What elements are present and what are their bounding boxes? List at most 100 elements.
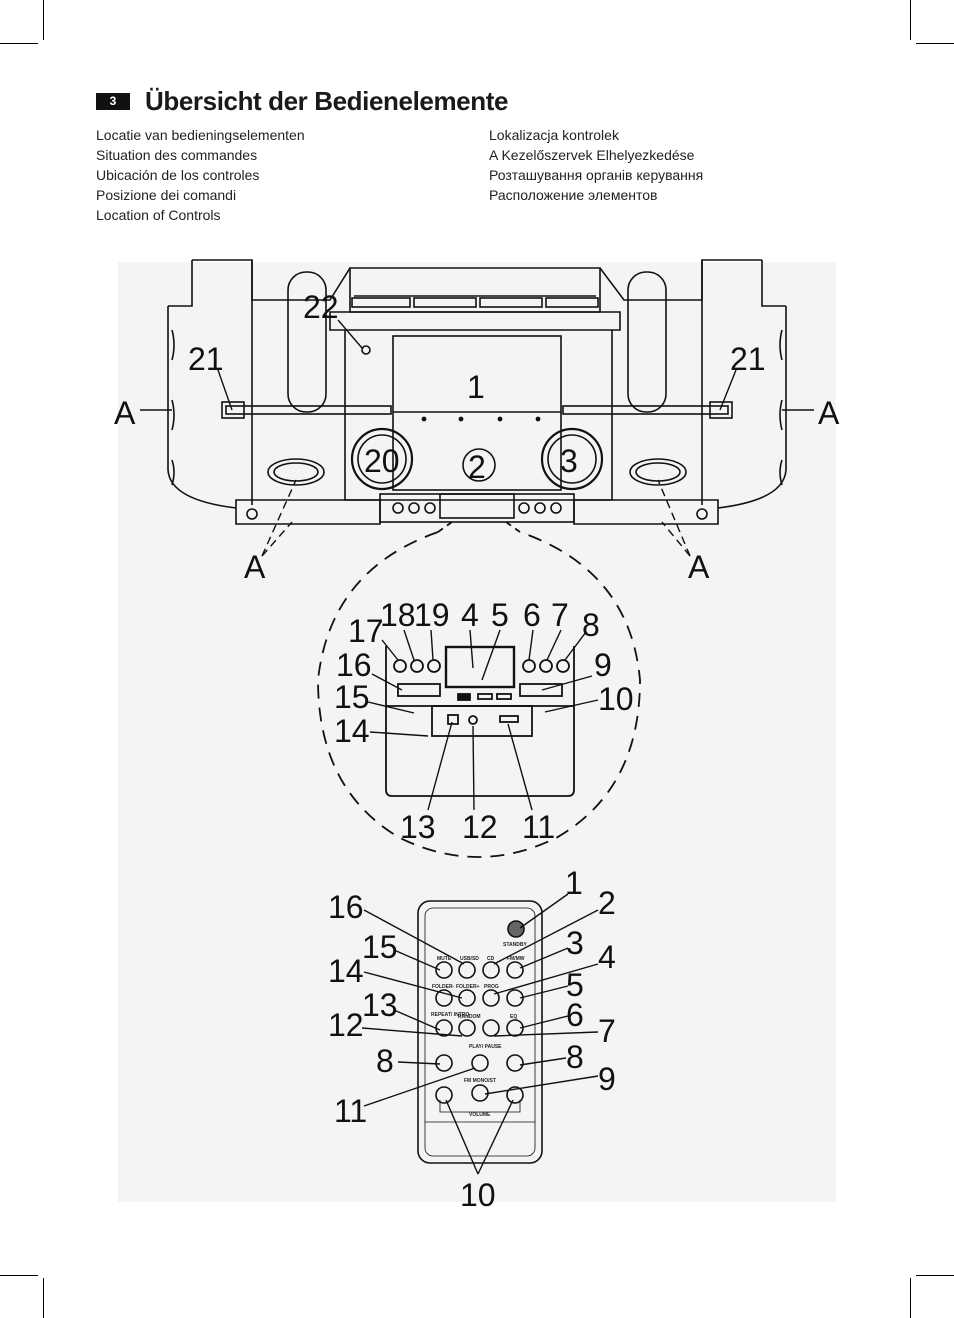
callout-a-left: A (114, 395, 136, 431)
eq-button[interactable] (506, 1019, 524, 1037)
detail-logo (477, 693, 493, 700)
play-pause-button[interactable] (471, 1054, 489, 1072)
right-side-ridges (779, 329, 783, 486)
label-volume: VOLUME (469, 1112, 491, 1118)
remote-labels: STANDBY MUTE USB/SD CD FM/MW FOLDER- FOL… (431, 942, 527, 1118)
language-line: Расположение элементов (489, 187, 658, 203)
strip-button (424, 502, 436, 514)
remote-callout-1: 1 (565, 865, 583, 901)
top-panel (329, 311, 621, 331)
detail-panel (385, 646, 575, 797)
skip-back-button[interactable] (435, 1054, 453, 1072)
remote-callouts: 1 2 3 4 5 6 7 8 9 10 11 12 13 14 15 16 8 (328, 865, 616, 1213)
callout-12: 12 (462, 809, 498, 845)
remote-callout-8-right: 8 (566, 1039, 584, 1075)
right-speaker-port (629, 458, 687, 486)
label-usb-sd: USB/SD (460, 956, 479, 962)
crop-mark (910, 1278, 911, 1318)
indicator-22 (361, 345, 371, 355)
callout-16: 16 (336, 647, 372, 683)
remote-callout-9: 9 (598, 1061, 616, 1097)
callout-5: 5 (491, 597, 509, 633)
volume-bracket (439, 1100, 521, 1113)
language-line: Posizione dei comandi (96, 187, 237, 203)
right-handle-bar (562, 405, 729, 415)
language-line: Розташування органів керування (489, 167, 704, 183)
callout-20: 20 (364, 443, 400, 479)
label-folder-up: FOLDER+ (456, 984, 480, 990)
carry-handle (349, 267, 601, 313)
callout-9: 9 (594, 647, 612, 683)
detail-button-17 (393, 659, 407, 673)
fm-mw-button[interactable] (506, 961, 524, 979)
remote-callout-3: 3 (566, 925, 584, 961)
language-line: A Kezelőszervek Elhelyezkedése (489, 147, 695, 163)
callout-7: 7 (551, 597, 569, 633)
detail-switch-left (397, 683, 441, 697)
callout-a-bottom-left: A (244, 549, 266, 585)
handle-slot (479, 297, 543, 308)
label-random: RANDOM (458, 1014, 481, 1020)
prog-button[interactable] (482, 989, 500, 1007)
cd-lid-dot (421, 416, 427, 422)
left-handle-bar (225, 405, 392, 415)
detail-port-panel (431, 705, 533, 737)
strip-button (550, 502, 562, 514)
detail-logo (457, 693, 471, 701)
remote-callout-15: 15 (362, 929, 398, 965)
control-display (439, 493, 515, 519)
handle-slot (413, 297, 477, 308)
boombox-drawing (167, 259, 787, 525)
zoom-leader-lines (367, 629, 599, 811)
standby-button[interactable] (507, 920, 525, 938)
fm-mono-st-button[interactable] (471, 1084, 489, 1102)
detail-button-19 (427, 659, 441, 673)
callout-3: 3 (560, 443, 578, 479)
left-speaker-port-inner (273, 462, 319, 482)
callout-22: 22 (303, 289, 339, 325)
eq-ii-button[interactable] (482, 1019, 500, 1037)
handle-slot (545, 297, 599, 308)
language-line: Ubicación de los controles (96, 167, 260, 183)
right-speaker-grille (627, 271, 667, 413)
usb-sd-button[interactable] (458, 961, 476, 979)
callout-10: 10 (598, 681, 634, 717)
callout-1: 1 (467, 369, 485, 405)
callout-8: 8 (582, 607, 600, 643)
strip-button (518, 502, 530, 514)
left-speaker-grille (287, 271, 327, 413)
left-speaker-outline (167, 260, 237, 509)
remote-callout-6: 6 (566, 997, 584, 1033)
cd-lid-dot (458, 416, 464, 422)
label-play-pause: PLAY/ PAUSE (469, 1044, 502, 1050)
callout-6: 6 (523, 597, 541, 633)
left-knob-inner (357, 434, 407, 484)
skip-forward-button[interactable] (506, 1054, 524, 1072)
cd-lid-dot (535, 416, 541, 422)
language-list-left: Locatie van bedieningselementen Situatio… (96, 125, 305, 225)
volume-down-button[interactable] (435, 1086, 453, 1104)
detail-display (444, 645, 516, 689)
left-speaker-port (267, 458, 325, 486)
volume-up-button[interactable] (506, 1086, 524, 1104)
folder-down-button[interactable] (435, 989, 453, 1007)
callout-18: 18 (380, 597, 416, 633)
label-folder-down: FOLDER- (432, 984, 455, 990)
folder-up-button[interactable] (458, 989, 476, 1007)
language-line: Location of Controls (96, 207, 221, 223)
callout-21-right: 21 (730, 341, 766, 377)
cd-button[interactable] (482, 961, 500, 979)
callout-19: 19 (414, 597, 450, 633)
callout-17: 17 (348, 613, 384, 649)
zoom-circle (317, 531, 641, 858)
button-two-ring (462, 448, 496, 482)
label-prog: PROG (484, 984, 499, 990)
central-body (344, 330, 613, 501)
mute-button[interactable] (435, 961, 453, 979)
body-top-right (599, 259, 762, 301)
boombox-leader-lines (140, 319, 814, 557)
random-button[interactable] (458, 1019, 476, 1037)
st-button[interactable] (506, 989, 524, 1007)
callout-2: 2 (468, 449, 486, 485)
